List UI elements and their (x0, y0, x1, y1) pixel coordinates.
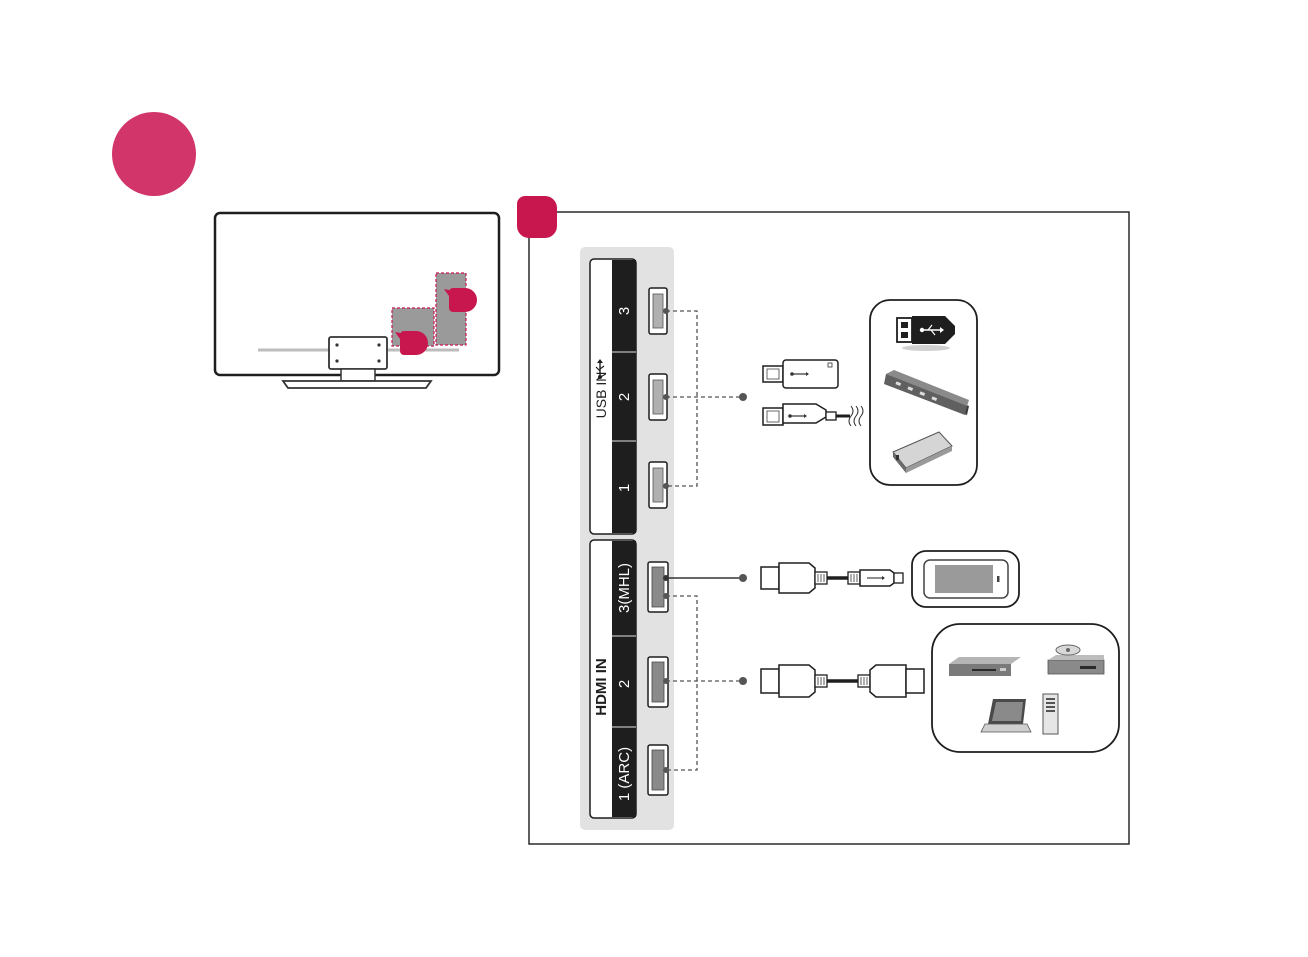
mhl-junction-dot (739, 574, 747, 582)
hdmi-port-2-label: 2 (616, 680, 633, 688)
usb-cable-icon (763, 404, 863, 426)
usb-junction-dot (739, 393, 747, 401)
hdmi-in-title: HDMI IN (593, 658, 610, 716)
blu-ray-player-icon (949, 657, 1021, 676)
hdmi-devices-group (932, 624, 1119, 752)
desktop-tower-icon (1043, 694, 1058, 734)
usb-port-2-label: 2 (616, 393, 633, 401)
hdmi-port-1-label: 1 (ARC) (616, 747, 633, 801)
step-circle-icon (112, 112, 196, 196)
hdmi-junction-dot (739, 677, 747, 685)
hdmi-port-3-label: 3(MHL) (616, 563, 633, 613)
hdmi-port-3-mhl[interactable] (648, 562, 668, 612)
usb-port-1-label: 1 (616, 484, 633, 492)
usb-port-3-label: 3 (616, 307, 633, 315)
smartphone-icon (924, 560, 1008, 598)
hdmi-connector-lines (666, 596, 743, 770)
mhl-cable-icon (761, 563, 903, 593)
detail-marker (517, 196, 557, 238)
usb-stick-icon (763, 360, 838, 388)
usb-connector-lines (666, 311, 743, 486)
hdmi-cable-icon (761, 665, 924, 697)
